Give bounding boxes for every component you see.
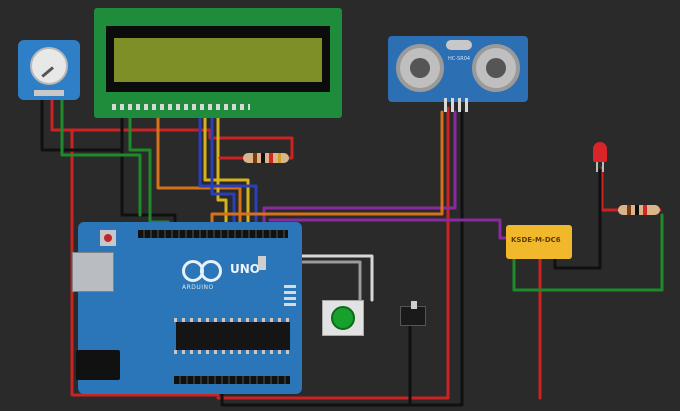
icsp-header — [284, 282, 296, 306]
led-icon — [593, 142, 607, 162]
pushbutton[interactable] — [322, 300, 364, 336]
potentiometer[interactable] — [18, 40, 80, 100]
wire-red-5v — [50, 96, 294, 144]
ultrasonic-crystal — [446, 40, 472, 50]
dc-power-jack — [76, 350, 120, 380]
wire-purple-trig — [262, 110, 457, 234]
arduino-board-icon[interactable]: UNO ARDUINO — [72, 222, 302, 394]
lcd-pin-header — [112, 104, 250, 110]
power-pin-header — [174, 376, 290, 384]
arduino-brand-label: ARDUINO — [182, 284, 214, 291]
ultrasonic-pins — [444, 98, 470, 112]
arduino-model-label: UNO — [230, 262, 260, 276]
ultrasonic-part-label: HC-SR04 — [448, 56, 471, 62]
reset-button[interactable] — [100, 230, 116, 246]
led[interactable] — [592, 142, 608, 172]
microcontroller-chip — [174, 318, 292, 354]
relay-icon[interactable]: KSDE-M-DC6 — [506, 225, 572, 259]
wire-yellow-1 — [203, 110, 250, 234]
wire-purple-relay — [268, 218, 510, 240]
relay-label: KSDE-M-DC6 — [511, 236, 561, 244]
wire-red-led — [600, 166, 662, 212]
wire-black-pot — [40, 96, 177, 234]
ultrasonic-sensor-icon — [396, 44, 444, 92]
wire-black-relay — [553, 168, 602, 270]
knob-icon — [30, 47, 68, 85]
slide-switch-icon[interactable] — [400, 301, 426, 326]
lcd-display-icon — [106, 26, 330, 92]
lcd-display[interactable] — [94, 8, 342, 118]
arduino-logo-icon — [182, 260, 226, 282]
wire-blue-1 — [198, 110, 258, 234]
wire-orange-echo — [210, 110, 444, 234]
pot-pins — [34, 90, 64, 96]
usb-port — [72, 252, 114, 292]
smd-components — [258, 256, 266, 270]
wire-green-pot — [60, 96, 142, 217]
wire-res-lcd-2 — [286, 140, 294, 160]
ultrasonic-sensor[interactable]: HC-SR04 — [388, 36, 528, 112]
resistor-icon[interactable] — [243, 153, 289, 163]
wire-red-ultrasonic — [216, 106, 450, 400]
digital-pin-header — [138, 230, 288, 238]
wire-yellow-2 — [216, 110, 228, 234]
wire-orange-lcd — [156, 110, 242, 234]
pushbutton-icon — [331, 306, 355, 330]
led-resistor-icon[interactable] — [618, 205, 660, 215]
lcd-screen — [114, 38, 322, 82]
wire-green-relay — [512, 213, 664, 292]
ultrasonic-transducer-right — [472, 44, 520, 92]
